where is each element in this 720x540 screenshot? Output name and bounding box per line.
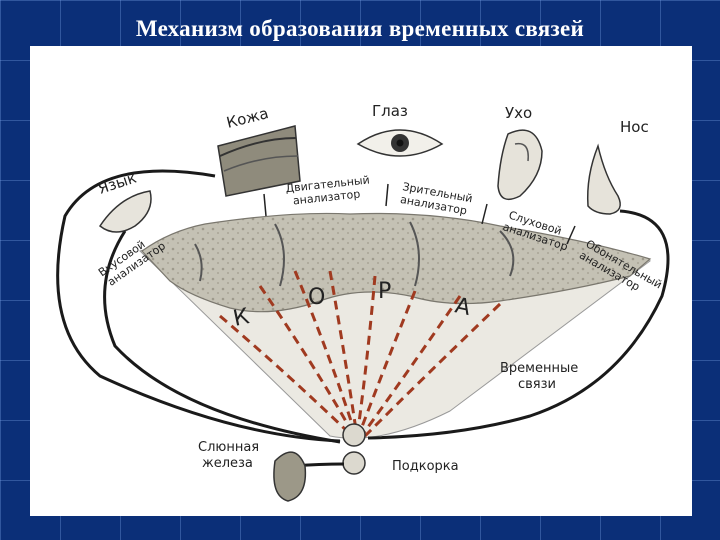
label-ear: Ухо <box>505 104 532 122</box>
tongue-line <box>56 169 341 443</box>
diagram-svg: Язык Кожа Глаз Ухо Нос Вкусовой анализат… <box>56 102 670 502</box>
slide-title: Механизм образования временных связей <box>135 16 585 41</box>
dash-line <box>219 314 352 436</box>
tongue-line-inner <box>103 230 341 444</box>
label-eye: Глаз <box>372 102 408 120</box>
dash-line <box>358 290 417 433</box>
dash-line <box>258 285 354 433</box>
label-tongue: Язык <box>96 169 139 198</box>
salivary-gland-line2: железа <box>202 456 253 471</box>
eye-icon <box>356 129 444 157</box>
cortex-letter-r: Р <box>378 279 391 304</box>
label-nose: Нос <box>620 118 649 136</box>
diagram-panel: Язык Кожа Глаз Ухо Нос Вкусовой анализат… <box>30 46 692 516</box>
separator <box>566 225 576 245</box>
tongue-icon <box>98 190 152 233</box>
cortex-letter-a: А <box>453 293 473 321</box>
salivary-gland-icon <box>273 451 307 502</box>
analyzer-separators <box>263 183 576 245</box>
temporal-links-line2: связи <box>518 377 556 392</box>
salivary-gland-line1: Слюнная <box>198 440 259 455</box>
dash-line <box>361 295 462 435</box>
sulcus-2 <box>274 223 285 287</box>
dash-line <box>293 270 356 431</box>
subcortex-node-upper <box>342 423 366 447</box>
sulcus-1 <box>194 243 203 282</box>
sulcus-4 <box>499 230 515 277</box>
temporal-links-line1: Временные <box>500 361 578 376</box>
afferent-lines <box>56 169 670 468</box>
ear-icon <box>497 129 543 201</box>
nose-line <box>367 209 670 440</box>
nose-icon <box>586 143 621 215</box>
dash-line <box>363 302 502 438</box>
sulcus-3 <box>409 221 420 287</box>
cortex-letter-o: О <box>308 285 325 310</box>
label-skin: Кожа <box>225 104 271 132</box>
temporal-link-lines <box>219 270 502 438</box>
cortex-letter-k: К <box>231 304 252 332</box>
dash-line <box>328 270 358 431</box>
cortex-band <box>141 212 652 313</box>
label-visual-analyzer: Зрительный анализатор <box>399 180 473 217</box>
separator <box>263 193 267 217</box>
separator <box>481 203 488 225</box>
skin-icon <box>217 125 301 197</box>
dash-line <box>356 275 377 431</box>
separator <box>385 183 389 207</box>
subcortex-node-lower <box>342 451 366 475</box>
subcortex-label: Подкорка <box>392 459 459 474</box>
